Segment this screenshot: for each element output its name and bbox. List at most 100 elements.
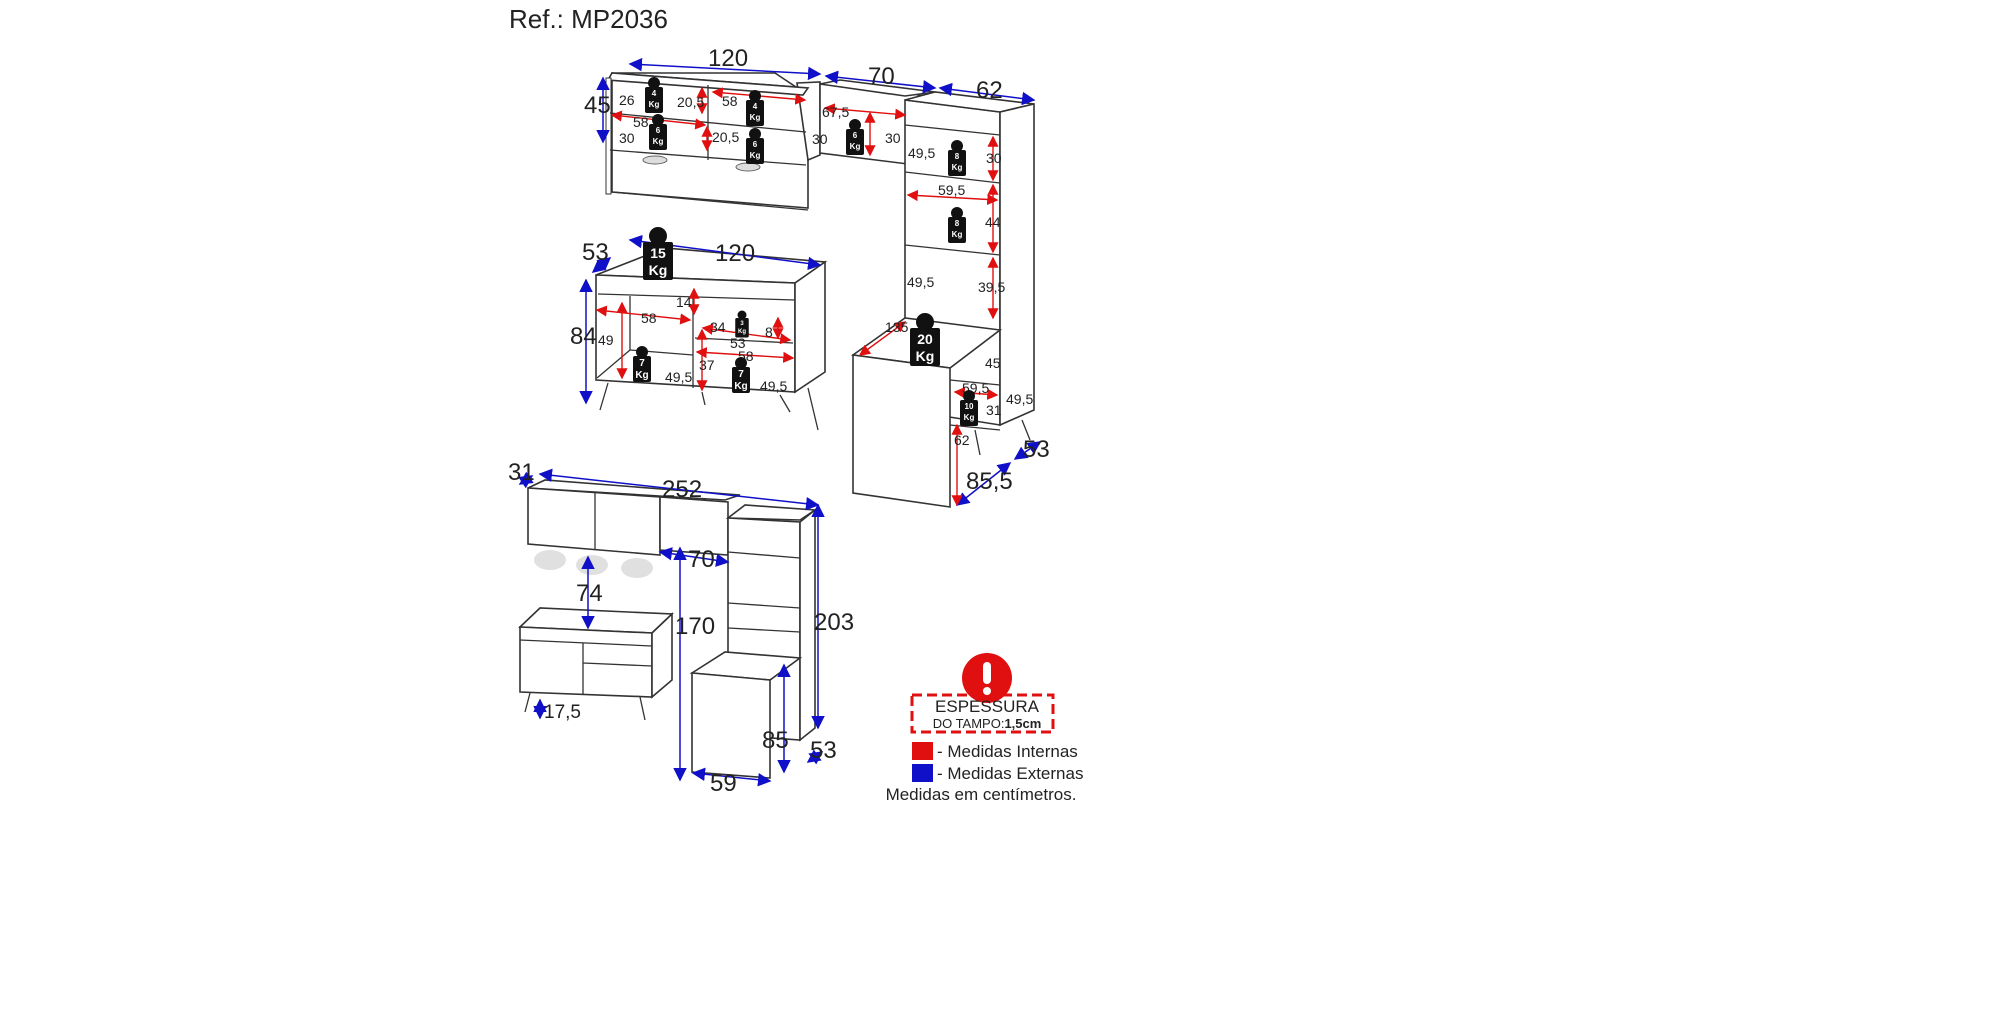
internal-dim: 30 <box>812 131 828 147</box>
weight-badge: 7Kg <box>633 346 651 382</box>
units-note: Medidas em centímetros. <box>886 785 1077 804</box>
internal-dim: 30 <box>986 150 1002 166</box>
svg-text:Kg: Kg <box>734 381 747 392</box>
upper-cabinet-height: 45 <box>584 92 611 119</box>
internal-dim: 45 <box>985 355 1001 371</box>
tower-width: 62 <box>976 77 1003 104</box>
assembled-leg-height: 17,5 <box>544 702 581 723</box>
internal-dim: 20,5 <box>712 129 739 145</box>
internal-color-swatch <box>912 742 933 760</box>
internal-dim: 49,5 <box>665 369 692 385</box>
weight-badge: 7Kg <box>732 357 750 393</box>
svg-text:Kg: Kg <box>952 230 963 239</box>
internal-dim: 44 <box>985 214 1001 230</box>
sideboard-height: 84 <box>570 323 597 350</box>
internal-dim: 58 <box>722 93 738 109</box>
sideboard-width: 120 <box>715 240 755 267</box>
internal-dim: 53 <box>730 335 746 351</box>
svg-text:4: 4 <box>753 102 758 111</box>
svg-text:Kg: Kg <box>850 142 861 151</box>
upper-cabinet-width: 120 <box>708 45 748 72</box>
internal-dim: 30 <box>619 130 635 146</box>
warning-line1: ESPESSURA <box>935 697 1040 716</box>
internal-dim: 39,5 <box>978 279 1005 295</box>
assembled-module-width: 70 <box>688 546 715 573</box>
weight-badge: 8Kg <box>948 207 966 243</box>
assembled-depth: 53 <box>810 737 837 764</box>
svg-text:8: 8 <box>955 219 960 228</box>
svg-text:Kg: Kg <box>750 113 761 122</box>
svg-text:15: 15 <box>650 245 666 261</box>
internal-dim: 49,5 <box>760 378 787 394</box>
legend: ESPESSURA DO TAMPO:1,5cm - Medidas Inter… <box>886 653 1083 804</box>
svg-text:6: 6 <box>656 126 661 135</box>
svg-text:Kg: Kg <box>964 413 975 422</box>
internal-dim: 62 <box>954 432 970 448</box>
weight-badge: 6Kg <box>846 119 864 155</box>
svg-text:4: 4 <box>652 89 657 98</box>
internal-dim: 49,5 <box>908 145 935 161</box>
svg-text:DO TAMPO:1,5cm: DO TAMPO:1,5cm <box>933 716 1042 731</box>
internal-dim: 30 <box>885 130 901 146</box>
assembled-upper-depth: 31 <box>508 459 535 486</box>
assembled-gap: 74 <box>576 580 603 607</box>
assembled-desk-width: 59 <box>710 770 737 797</box>
tower-desk-height: 85,5 <box>966 468 1013 495</box>
assembled-total-width: 252 <box>662 476 702 503</box>
internal-dim: 37 <box>699 357 715 373</box>
svg-text:6: 6 <box>753 140 758 149</box>
assembled-upper-height: 170 <box>675 613 715 640</box>
svg-text:Kg: Kg <box>635 370 648 381</box>
internal-dim: 67,5 <box>822 104 849 120</box>
internal-dim: 135 <box>885 319 909 335</box>
svg-text:3: 3 <box>740 321 744 327</box>
warning-icon <box>962 653 1012 703</box>
weight-badge: 4Kg <box>746 90 764 126</box>
internal-dim: 49,5 <box>1006 391 1033 407</box>
tower-drawing <box>850 91 1035 508</box>
assembled-desk-height: 85 <box>762 727 789 754</box>
internal-dim: 20,5 <box>677 94 704 110</box>
internal-dim: 58 <box>633 114 649 130</box>
svg-text:7: 7 <box>738 369 744 380</box>
reference-title: Ref.: MP2036 <box>509 4 668 34</box>
internal-label: - Medidas Internas <box>937 742 1078 761</box>
internal-dim: 59,5 <box>938 182 965 198</box>
warning-value: 1,5cm <box>1004 716 1041 731</box>
svg-text:Kg: Kg <box>649 262 668 278</box>
svg-text:6: 6 <box>853 131 858 140</box>
svg-text:Kg: Kg <box>952 163 963 172</box>
external-color-swatch <box>912 764 933 782</box>
svg-text:10: 10 <box>965 402 974 411</box>
internal-dim: 34 <box>710 319 726 335</box>
internal-dim: 31 <box>986 402 1002 418</box>
internal-dim: 14 <box>676 294 692 310</box>
weight-badge: 8Kg <box>948 140 966 176</box>
svg-text:Kg: Kg <box>653 137 664 146</box>
weight-badge: 4Kg <box>645 77 663 113</box>
internal-dim: 8 <box>765 324 773 340</box>
svg-text:Kg: Kg <box>649 100 660 109</box>
module-70-width: 70 <box>868 63 895 90</box>
svg-text:Kg: Kg <box>750 151 761 160</box>
svg-text:8: 8 <box>955 152 960 161</box>
internal-dim: 49 <box>598 332 614 348</box>
sideboard-drawing <box>595 247 828 431</box>
internal-dim: 26 <box>619 92 635 108</box>
weight-badge: 6Kg <box>649 114 667 150</box>
internal-dim: 58 <box>641 310 657 326</box>
tower-depth: 53 <box>1023 436 1050 463</box>
assembled-total-height: 203 <box>814 609 854 636</box>
external-label: - Medidas Externas <box>937 764 1083 783</box>
warning-line2: DO TAMPO: <box>933 716 1005 731</box>
svg-text:Kg: Kg <box>916 348 935 364</box>
internal-dim: 49,5 <box>907 274 934 290</box>
weight-badge: 3Kg <box>735 310 749 338</box>
svg-text:Kg: Kg <box>738 329 746 335</box>
svg-text:7: 7 <box>639 358 645 369</box>
sideboard-depth: 53 <box>582 239 609 266</box>
